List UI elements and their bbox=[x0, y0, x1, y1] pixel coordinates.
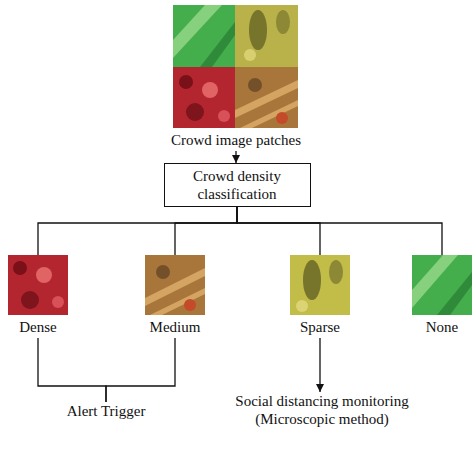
node-text: None bbox=[412, 318, 472, 336]
node-text: Crowd density classification bbox=[173, 167, 302, 203]
node-text: Social distancing monitoring (Microscopi… bbox=[215, 392, 429, 428]
connector-line bbox=[38, 207, 237, 255]
patch-texture bbox=[296, 300, 308, 312]
yellow-patch bbox=[290, 255, 350, 315]
node-text: Sparse bbox=[290, 318, 350, 336]
dense-patch bbox=[8, 255, 68, 315]
patch-texture bbox=[52, 296, 64, 308]
image-node: Dense bbox=[8, 255, 68, 336]
node-text: Alert Trigger bbox=[41, 402, 171, 420]
medium-patch bbox=[145, 255, 205, 315]
orange-patch bbox=[235, 67, 298, 128]
patch-texture bbox=[244, 49, 256, 61]
node-text: Dense bbox=[8, 318, 68, 336]
patch-texture bbox=[248, 78, 262, 92]
patch-texture bbox=[329, 260, 343, 284]
patch-texture bbox=[150, 288, 205, 315]
node-text: Medium bbox=[145, 318, 205, 336]
connector-line bbox=[106, 338, 175, 402]
image-node: None bbox=[412, 255, 472, 336]
connector-line bbox=[237, 207, 442, 255]
image-node: Crowd image patches bbox=[169, 5, 303, 149]
patch-texture bbox=[276, 112, 288, 124]
composite-patch bbox=[173, 5, 298, 128]
patch-texture bbox=[184, 299, 196, 311]
patch-texture bbox=[240, 100, 298, 128]
process-box: Crowd density classification bbox=[164, 163, 311, 207]
patch-texture bbox=[36, 267, 52, 283]
patch-texture bbox=[179, 75, 193, 89]
image-node: Medium bbox=[145, 255, 205, 336]
connector-arrow bbox=[235, 151, 236, 163]
red-patch bbox=[173, 67, 235, 128]
output-label: Alert Trigger bbox=[41, 402, 171, 420]
patch-texture bbox=[200, 22, 235, 67]
connector-arrow bbox=[319, 338, 320, 392]
patch-texture bbox=[218, 110, 230, 122]
green-patch bbox=[412, 255, 472, 315]
image-node: Sparse bbox=[290, 255, 350, 336]
patch-texture bbox=[202, 82, 218, 98]
connector-line bbox=[175, 207, 237, 255]
patch-texture bbox=[156, 265, 170, 279]
patch-texture bbox=[235, 80, 298, 118]
patch-texture bbox=[303, 260, 321, 300]
patch-texture bbox=[276, 10, 290, 34]
patch-texture bbox=[13, 261, 27, 275]
patch-texture bbox=[21, 291, 39, 309]
patch-texture bbox=[249, 10, 267, 50]
node-text: Crowd image patches bbox=[169, 131, 303, 149]
output-label: Social distancing monitoring (Microscopi… bbox=[215, 392, 429, 428]
connector-line bbox=[38, 338, 106, 402]
sparse-patch bbox=[290, 255, 350, 315]
patch-texture bbox=[437, 272, 472, 315]
red-patch bbox=[8, 255, 68, 315]
yellow-patch bbox=[235, 5, 298, 67]
none-patch bbox=[412, 255, 472, 315]
patch-texture bbox=[145, 268, 205, 306]
patch-texture bbox=[186, 103, 204, 121]
connector-line bbox=[237, 207, 320, 255]
orange-patch bbox=[145, 255, 205, 315]
green-patch bbox=[173, 5, 235, 67]
